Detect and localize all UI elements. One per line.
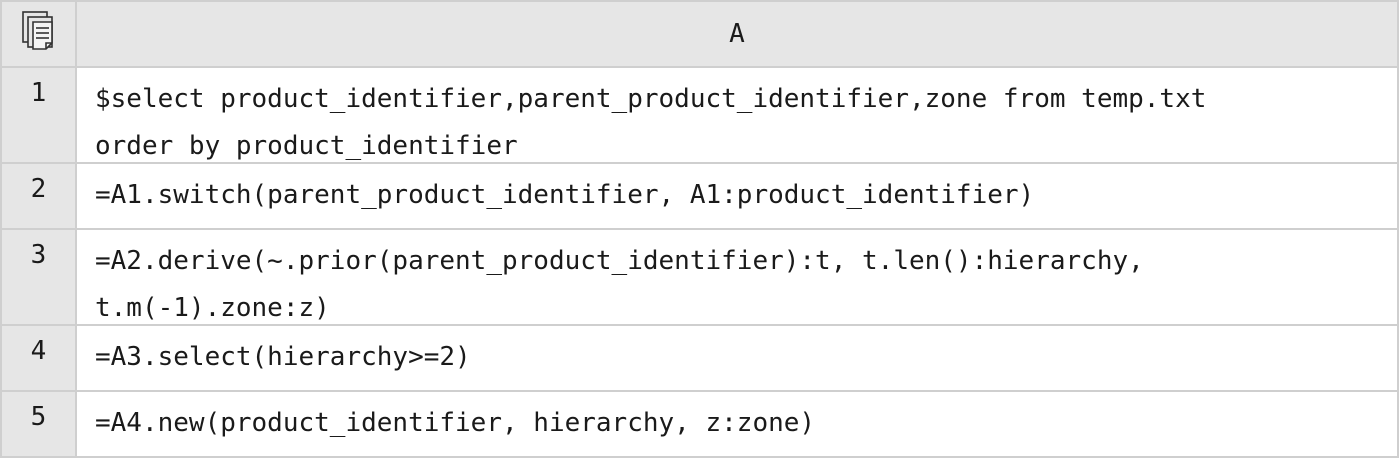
row-header-2[interactable]: 2 bbox=[2, 164, 77, 230]
cell-set-icon bbox=[19, 9, 59, 60]
cell-a4[interactable]: =A3.select(hierarchy>=2) bbox=[77, 326, 1399, 392]
cell-a3[interactable]: =A2.derive(~.prior(parent_product_identi… bbox=[77, 230, 1399, 326]
select-all-corner[interactable] bbox=[2, 2, 77, 68]
cell-a2[interactable]: =A1.switch(parent_product_identifier, A1… bbox=[77, 164, 1399, 230]
cell-a1[interactable]: $select product_identifier,parent_produc… bbox=[77, 68, 1399, 164]
row-header-5[interactable]: 5 bbox=[2, 392, 77, 458]
column-header-a[interactable]: A bbox=[77, 2, 1399, 68]
cell-a5[interactable]: =A4.new(product_identifier, hierarchy, z… bbox=[77, 392, 1399, 458]
row-header-1[interactable]: 1 bbox=[2, 68, 77, 164]
row-header-4[interactable]: 4 bbox=[2, 326, 77, 392]
row-header-3[interactable]: 3 bbox=[2, 230, 77, 326]
